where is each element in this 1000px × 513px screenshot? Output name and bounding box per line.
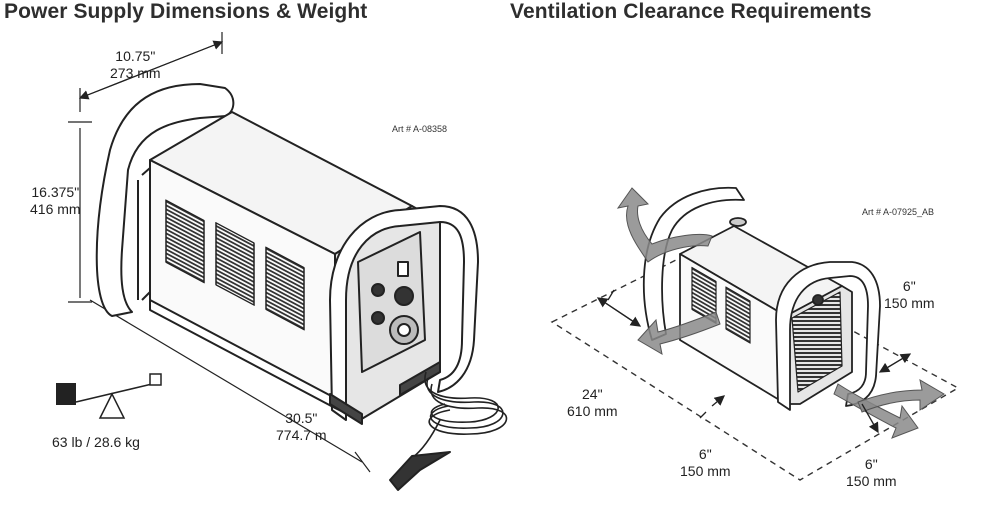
clearance-bottom-mm: 150 mm — [846, 473, 897, 489]
right-art-number: Art # A-07925_AB — [862, 207, 935, 217]
knob-3 — [371, 311, 385, 325]
width-label: 10.75" 273 mm — [110, 48, 161, 82]
knob-1 — [371, 283, 385, 297]
right-panel-title: Ventilation Clearance Requirements — [510, 0, 872, 23]
clearance-left-label: 24" 610 mm — [567, 386, 618, 420]
ventilation-illustration — [550, 186, 960, 481]
clearance-left-mm: 610 mm — [567, 403, 618, 419]
width-inches: 10.75" — [115, 48, 156, 64]
length-label: 30.5" 774.7 m — [276, 410, 327, 444]
clearance-right-mm: 150 mm — [884, 295, 935, 311]
clearance-bottom-inches: 6" — [864, 456, 878, 472]
clearance-front-inches: 6" — [698, 446, 712, 462]
length-dimension-line — [89, 299, 371, 473]
width-dimension-line — [78, 32, 224, 112]
height-mm: 416 mm — [30, 201, 81, 217]
work-clamp — [389, 451, 451, 491]
dimension-arrow-icon — [596, 289, 912, 434]
left-art-number: Art # A-08358 — [392, 124, 448, 134]
weight-label: 63 lb / 28.6 kg — [52, 434, 140, 450]
front-handle — [329, 205, 479, 421]
clearance-bottom-label: 6" 150 mm — [846, 456, 897, 490]
width-mm: 273 mm — [110, 65, 161, 81]
clearance-right-inches: 6" — [902, 278, 916, 294]
clearance-front-label: 6" 150 mm — [680, 446, 731, 480]
height-label: 16.375" 416 mm — [30, 184, 81, 218]
knob-2 — [394, 286, 414, 306]
clearance-front-mm: 150 mm — [680, 463, 731, 479]
rear-handle — [95, 83, 235, 317]
front-foot — [329, 393, 363, 425]
clearance-right-label: 6" 150 mm — [884, 278, 935, 312]
weight-scale-icon — [56, 373, 162, 419]
height-dimension-line — [68, 121, 92, 303]
height-inches: 16.375" — [31, 184, 80, 200]
power-supply-illustration — [68, 32, 508, 491]
length-inches: 30.5" — [285, 410, 318, 426]
side-vent-2 — [215, 221, 255, 306]
work-cable — [411, 371, 508, 459]
length-mm: 774.7 m — [276, 427, 327, 443]
left-panel-title: Power Supply Dimensions & Weight — [4, 0, 368, 23]
airflow-arrow-icon — [616, 187, 945, 439]
side-vent-1 — [165, 199, 205, 284]
clearance-left-inches: 24" — [582, 386, 603, 402]
side-vent-3 — [265, 246, 305, 331]
